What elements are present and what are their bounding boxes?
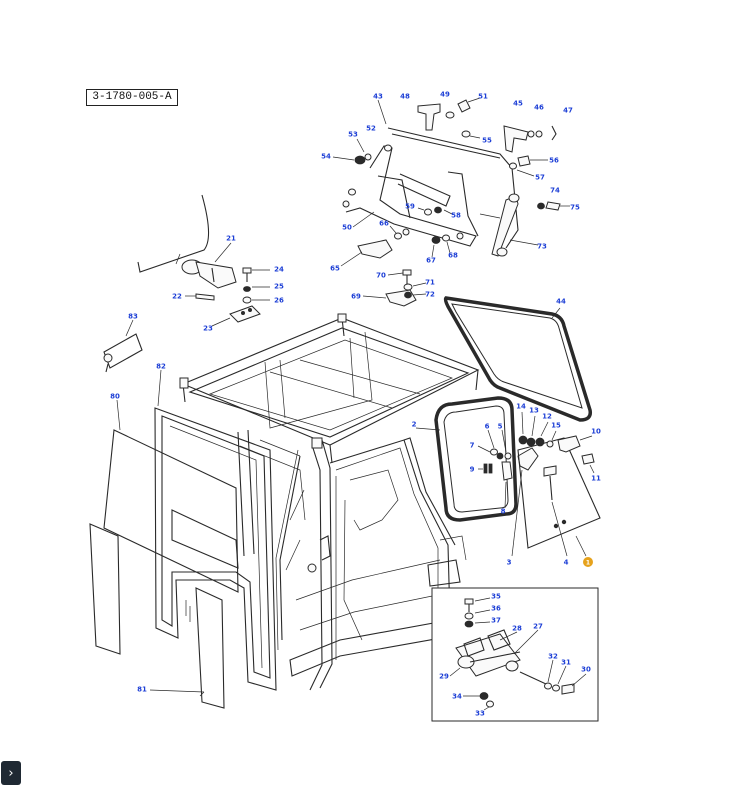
callout-52[interactable]: 52 <box>366 125 376 133</box>
callout-67[interactable]: 67 <box>426 257 436 265</box>
callout-44[interactable]: 44 <box>556 298 566 306</box>
callout-22[interactable]: 22 <box>172 293 182 301</box>
callout-74[interactable]: 74 <box>550 187 560 195</box>
callout-1-label: 1 <box>586 560 590 567</box>
callout-4[interactable]: 4 <box>564 559 569 567</box>
callout-35[interactable]: 35 <box>491 593 501 601</box>
callout-43[interactable]: 43 <box>373 93 383 101</box>
callout-32[interactable]: 32 <box>548 653 558 661</box>
callout-21[interactable]: 21 <box>226 235 236 243</box>
callout-5[interactable]: 5 <box>498 423 503 431</box>
callout-72[interactable]: 72 <box>425 291 435 299</box>
callout-15[interactable]: 15 <box>551 422 561 430</box>
callout-6[interactable]: 6 <box>485 423 490 431</box>
callout-45[interactable]: 45 <box>513 100 523 108</box>
callout-47[interactable]: 47 <box>563 107 573 115</box>
callout-23[interactable]: 23 <box>203 325 213 333</box>
callout-25[interactable]: 25 <box>274 283 284 291</box>
sidebar-toggle-button[interactable]: › <box>1 761 21 785</box>
callout-58[interactable]: 58 <box>451 212 461 220</box>
callout-53[interactable]: 53 <box>348 131 358 139</box>
callout-36[interactable]: 36 <box>491 605 501 613</box>
callout-3[interactable]: 3 <box>507 559 512 567</box>
callout-12[interactable]: 12 <box>542 413 552 421</box>
callout-56[interactable]: 56 <box>549 157 559 165</box>
callout-54[interactable]: 54 <box>321 153 331 161</box>
diagram-reference-number: 3-1780-005-A <box>86 89 178 106</box>
callout-13[interactable]: 13 <box>529 407 539 415</box>
callout-48[interactable]: 48 <box>400 93 410 101</box>
callout-68[interactable]: 68 <box>448 252 458 260</box>
callout-9[interactable]: 9 <box>470 466 475 474</box>
chevron-right-icon: › <box>8 765 14 781</box>
callout-31[interactable]: 31 <box>561 659 571 667</box>
callout-71[interactable]: 71 <box>425 279 435 287</box>
callout-57[interactable]: 57 <box>535 174 545 182</box>
callout-2[interactable]: 2 <box>412 421 417 429</box>
callout-46[interactable]: 46 <box>534 104 544 112</box>
callout-8[interactable]: 8 <box>501 508 506 516</box>
callout-59[interactable]: 59 <box>405 203 415 211</box>
callout-55[interactable]: 55 <box>482 137 492 145</box>
window-linkage-assembly <box>332 97 570 267</box>
callout-65[interactable]: 65 <box>330 265 340 273</box>
callout-37[interactable]: 37 <box>491 617 501 625</box>
callout-70[interactable]: 70 <box>376 272 386 280</box>
callout-11[interactable]: 11 <box>591 475 601 483</box>
hinge-detail-inset <box>431 587 599 722</box>
callout-26[interactable]: 26 <box>274 297 284 305</box>
callout-14[interactable]: 14 <box>516 403 526 411</box>
callout-24[interactable]: 24 <box>274 266 284 274</box>
callout-28[interactable]: 28 <box>512 625 522 633</box>
callout-80[interactable]: 80 <box>110 393 120 401</box>
highlighted-callout-1[interactable]: 1 <box>583 557 593 567</box>
callout-73[interactable]: 73 <box>537 243 547 251</box>
callout-50[interactable]: 50 <box>342 224 352 232</box>
callout-29[interactable]: 29 <box>439 673 449 681</box>
latch-bracket-assembly <box>362 269 427 307</box>
callout-34[interactable]: 34 <box>452 693 462 701</box>
callout-33[interactable]: 33 <box>475 710 485 718</box>
cab-frame <box>179 313 480 691</box>
callout-66[interactable]: 66 <box>379 220 389 228</box>
callout-49[interactable]: 49 <box>440 91 450 99</box>
callout-81[interactable]: 81 <box>137 686 147 694</box>
door-handle-assembly <box>181 242 270 327</box>
callout-7[interactable]: 7 <box>470 442 475 450</box>
front-door-glass-assembly <box>89 194 277 709</box>
side-window-assembly <box>415 396 601 557</box>
callout-69[interactable]: 69 <box>351 293 361 301</box>
callout-51[interactable]: 51 <box>478 93 488 101</box>
callout-82[interactable]: 82 <box>156 363 166 371</box>
callout-10[interactable]: 10 <box>591 428 601 436</box>
callout-27[interactable]: 27 <box>533 623 543 631</box>
callout-75[interactable]: 75 <box>570 204 580 212</box>
rear-window-seal-44 <box>443 296 593 422</box>
callout-83[interactable]: 83 <box>128 313 138 321</box>
callout-30[interactable]: 30 <box>581 666 591 674</box>
